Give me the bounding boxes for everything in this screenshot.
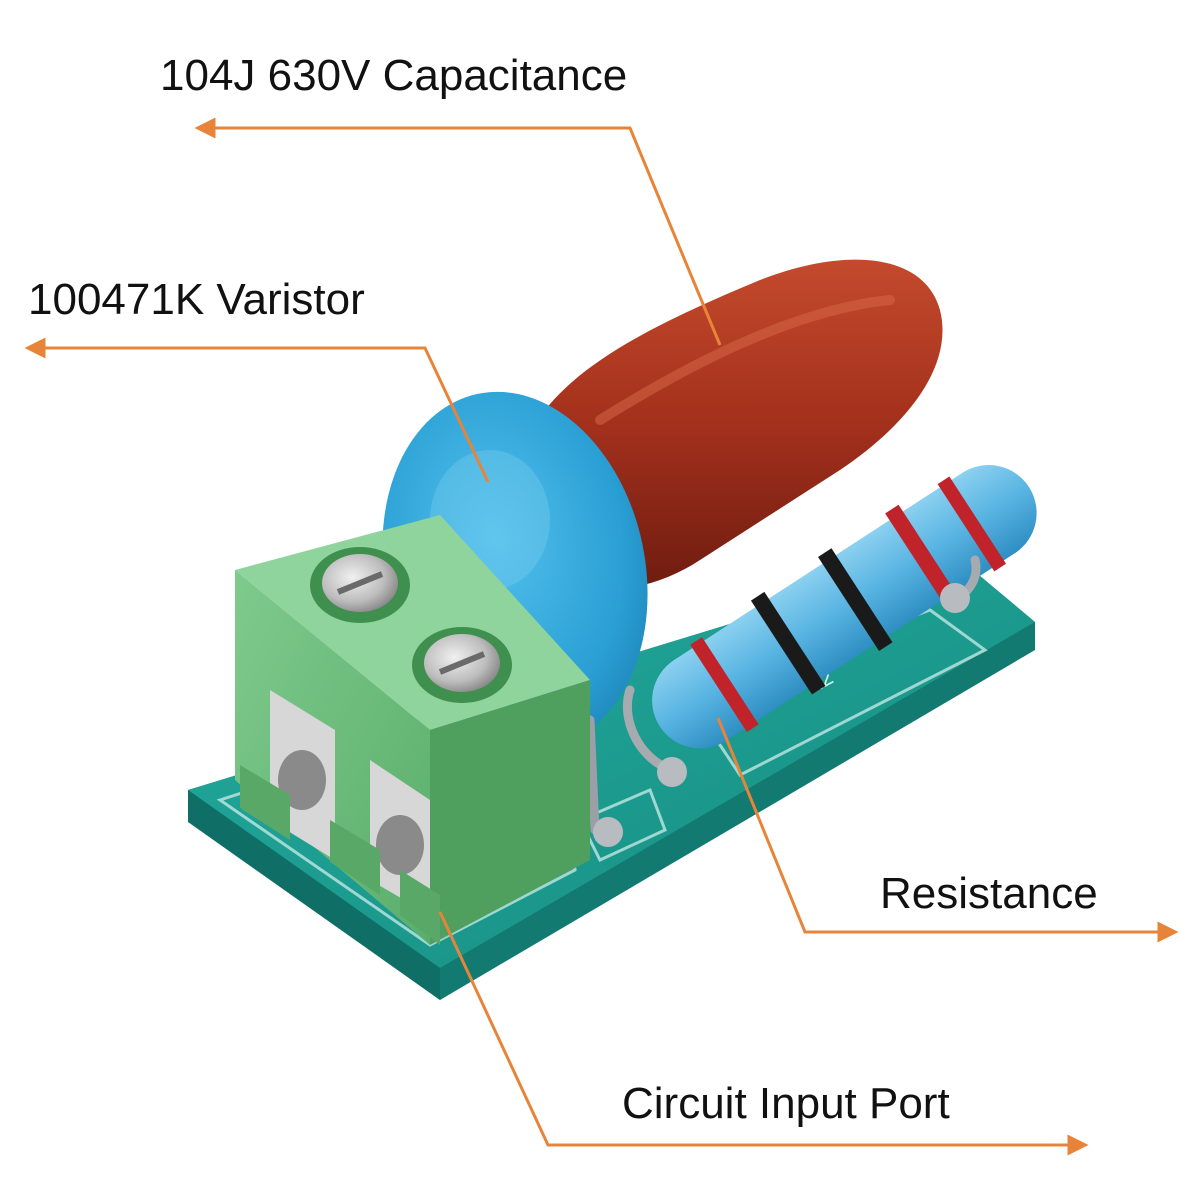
resistor-leads (593, 555, 981, 847)
resistance-label: Resistance (880, 869, 1098, 918)
capacitance-leader (194, 117, 722, 346)
resistor (652, 465, 1037, 749)
input-port-label: Circuit Input Port (622, 1079, 950, 1128)
varistor-leader (24, 337, 490, 483)
resistance-leader (716, 717, 1179, 943)
varistor-label: 100471K Varistor (28, 275, 365, 324)
leader-lines (24, 117, 1179, 1156)
capacitance-label: 104J 630V Capacitance (160, 51, 628, 100)
terminal-block (235, 515, 590, 945)
input-port-leader (438, 911, 1089, 1156)
